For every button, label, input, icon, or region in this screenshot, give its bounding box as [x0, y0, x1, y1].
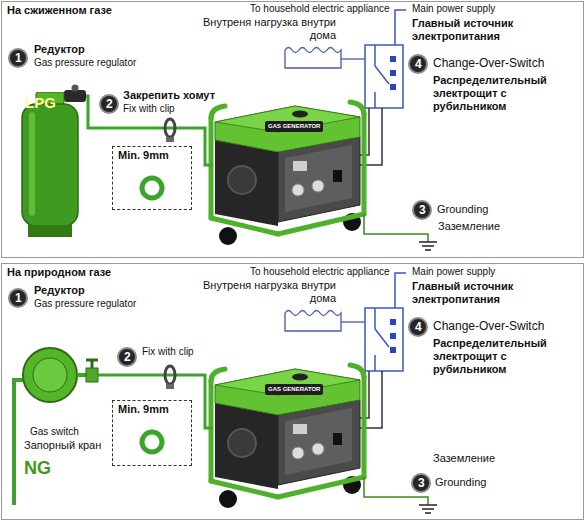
- cylinder-outline: [29, 112, 35, 216]
- callout-text: 2: [124, 351, 131, 363]
- cylinder-outline: [22, 104, 78, 226]
- hose-size-box: Min. 9mm: [112, 400, 192, 466]
- ng-fittings: [166, 384, 174, 389]
- hose-size-box: Min. 9mm: [112, 146, 192, 210]
- callout-text: 3: [418, 477, 425, 489]
- lpg-fittings: [142, 178, 162, 198]
- part-label: Fix with clip: [142, 346, 194, 358]
- generator-set: [211, 273, 437, 513]
- callout-number: 2: [117, 347, 137, 367]
- part-label: Change-Over-Switch: [433, 319, 544, 333]
- callout-number: 4: [408, 317, 428, 337]
- callout-number: 1: [8, 48, 28, 68]
- callout-text: 2: [106, 98, 113, 110]
- mains-label: Главный источник электропитания: [412, 280, 537, 306]
- ng-fittings: [14, 348, 213, 505]
- part-label: Gas pressure regulator: [34, 57, 136, 69]
- load-label: Внутреня нагрузка внутри дома: [200, 279, 336, 305]
- part-label: Grounding: [435, 476, 486, 489]
- generator-set: [211, 10, 437, 250]
- load-label: Внутреня нагрузка внутри дома: [200, 16, 336, 42]
- callout-text: 3: [419, 204, 426, 216]
- panel-title: На сжиженном газе: [7, 4, 112, 17]
- appliance-label: To household electric appliance: [250, 3, 390, 15]
- ng-fittings: [14, 380, 23, 505]
- appliance-label: To household electric appliance: [250, 266, 390, 278]
- ng-fittings: [98, 375, 213, 428]
- cylinder-outline: [20, 92, 80, 238]
- ng-fittings: [33, 358, 67, 392]
- cylinder-label: LPG: [25, 94, 56, 112]
- part-label: Grounding: [437, 203, 488, 216]
- gas-type-label: NG: [24, 458, 51, 480]
- ng-fittings: [77, 373, 86, 377]
- part-label: Gas switch: [30, 426, 79, 438]
- nameplate-text: GAS GENERATOR: [268, 386, 320, 393]
- part-label: Закрепить хомут: [123, 89, 215, 102]
- callout-number: 3: [412, 200, 432, 220]
- part-label: Редуктор: [34, 43, 85, 56]
- callout-text: 1: [15, 52, 22, 64]
- callout-number: 1: [8, 288, 28, 308]
- lpg-fittings: [72, 85, 79, 92]
- part-label: Change-Over-Switch: [433, 56, 544, 70]
- mains-label: Main power supply: [412, 3, 495, 15]
- callout-text: 4: [415, 58, 422, 70]
- part-label: Редуктор: [34, 284, 85, 297]
- ng-fittings: [23, 348, 77, 402]
- part-label: Распределительный электрощит с рубильник…: [433, 74, 558, 114]
- callout-number: 4: [408, 54, 428, 74]
- ng-fittings: [86, 368, 98, 382]
- callout-text: 1: [15, 292, 22, 304]
- part-label: Распределительный электрощит с рубильник…: [433, 337, 558, 377]
- lpg-fittings: [64, 85, 213, 199]
- part-label: Fix with clip: [123, 103, 175, 115]
- lpg-fittings: [165, 119, 175, 137]
- dimension-text: Min. 9mm: [118, 149, 169, 162]
- callout-number: 2: [99, 94, 119, 114]
- mains-label: Главный источник электропитания: [412, 17, 537, 43]
- dimension-text: Min. 9mm: [118, 403, 169, 416]
- lpg-fittings: [64, 90, 86, 102]
- ng-fittings: [142, 432, 162, 452]
- cylinder-outline: [28, 225, 72, 237]
- lpg-fittings: [166, 137, 174, 142]
- callout-text: 4: [415, 321, 422, 333]
- ng-fittings: [86, 359, 98, 362]
- callout-number: 3: [411, 473, 431, 493]
- lpg-cylinder: LPG: [20, 92, 80, 238]
- mains-label: Main power supply: [412, 266, 495, 278]
- nameplate-text: GAS GENERATOR: [268, 123, 320, 130]
- part-label: Gas pressure regulator: [34, 298, 136, 310]
- panel-title: На природном газе: [7, 266, 111, 279]
- part-label: Запорный кран: [24, 439, 101, 452]
- part-label: Заземление: [433, 452, 495, 465]
- ng-fittings: [165, 366, 175, 384]
- part-label: Заземление: [438, 220, 500, 233]
